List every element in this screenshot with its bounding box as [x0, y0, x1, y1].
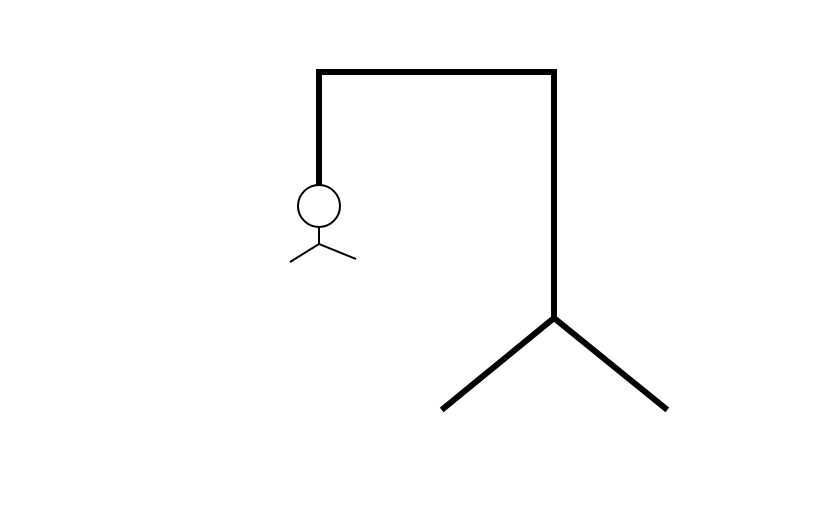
figure-left-arm [289, 243, 320, 263]
figure-head [297, 184, 341, 228]
gallows-left-leg [439, 313, 559, 413]
gallows-right-leg [549, 313, 670, 413]
gallows [316, 69, 670, 413]
hangman-figure [289, 184, 357, 263]
figure-right-arm [318, 243, 357, 260]
